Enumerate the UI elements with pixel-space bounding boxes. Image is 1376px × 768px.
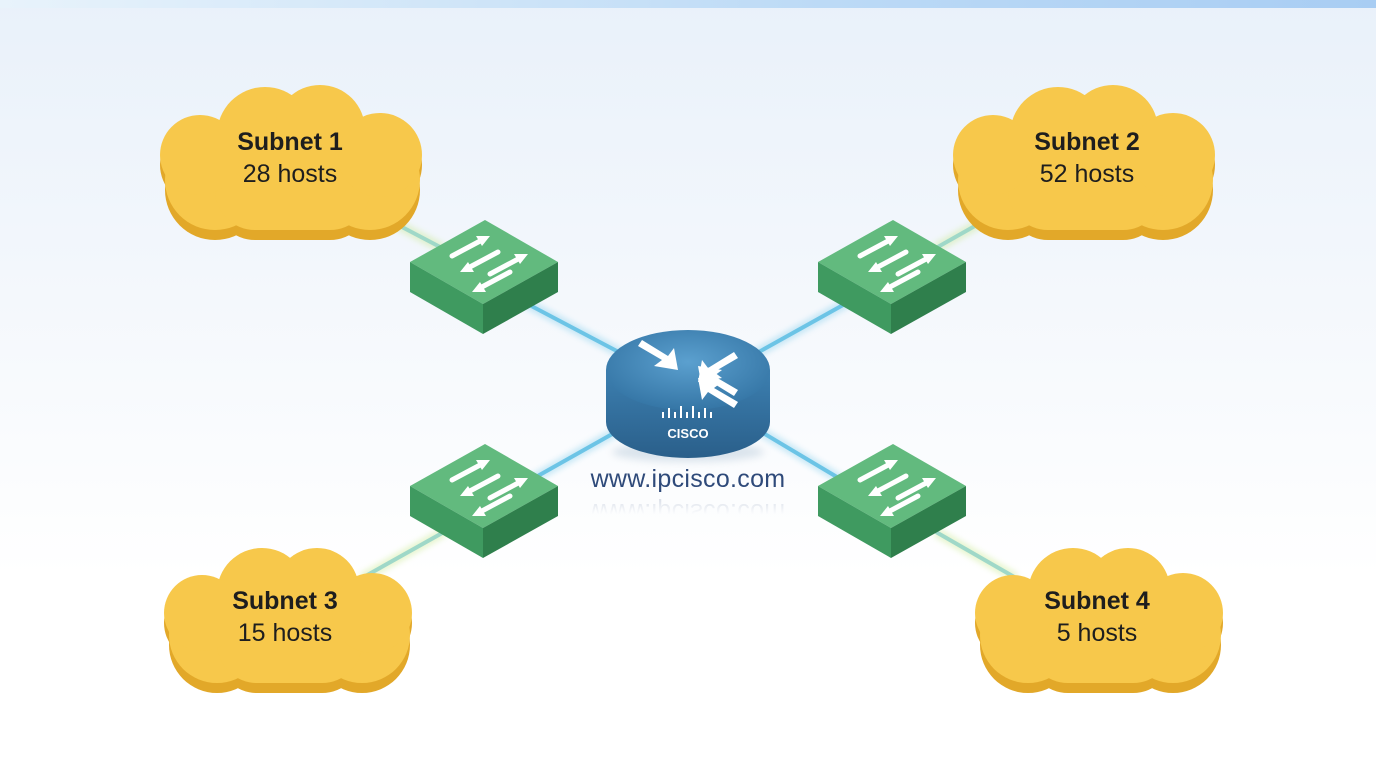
switch-4 [818, 444, 966, 558]
subnet-2-cloud [953, 85, 1215, 240]
subnet-2-title: Subnet 2 [1034, 128, 1140, 156]
cisco-logo-icon [662, 406, 712, 418]
switch-3 [410, 444, 558, 558]
router-icon [638, 340, 738, 408]
subnet-3-cloud [164, 548, 412, 693]
switch-icon [410, 444, 558, 558]
link-subnet4-switch4 [933, 527, 1019, 583]
link-switch2-router [745, 295, 855, 363]
subnet-3-hosts: 15 hosts [237, 619, 333, 647]
switch-2 [818, 220, 966, 334]
subnet-4-title: Subnet 4 [1044, 587, 1150, 615]
link-subnet3-switch3 [359, 527, 447, 583]
link-switch4-router [745, 419, 855, 491]
subnet-4-label: Subnet 4 5 hosts [997, 585, 1197, 649]
subnet-2-label: Subnet 2 52 hosts [987, 126, 1187, 190]
subnet-1-label: Subnet 1 28 hosts [190, 126, 390, 190]
watermark-reflection: www.ipcisco.com [590, 498, 786, 526]
router-brand-label: CISCO [667, 426, 708, 441]
switch-icon [818, 220, 966, 334]
subnet-4-hosts: 5 hosts [1056, 619, 1138, 647]
switch-icon [818, 444, 966, 558]
subnet-1-cloud [160, 85, 422, 240]
subnet-2-hosts: 52 hosts [1039, 160, 1135, 188]
switch-1 [410, 220, 558, 334]
top-accent-bar [0, 0, 1376, 8]
subnet-1-title: Subnet 1 [237, 128, 343, 156]
subnet-1-hosts: 28 hosts [242, 160, 338, 188]
subnet-4-cloud [975, 548, 1223, 693]
router: CISCO [606, 330, 770, 462]
switch-icon [410, 220, 558, 334]
subnet-3-label: Subnet 3 15 hosts [185, 585, 385, 649]
subnet-3-title: Subnet 3 [232, 587, 338, 615]
watermark-url: www.ipcisco.com [590, 465, 786, 493]
link-switch1-router [517, 295, 633, 363]
